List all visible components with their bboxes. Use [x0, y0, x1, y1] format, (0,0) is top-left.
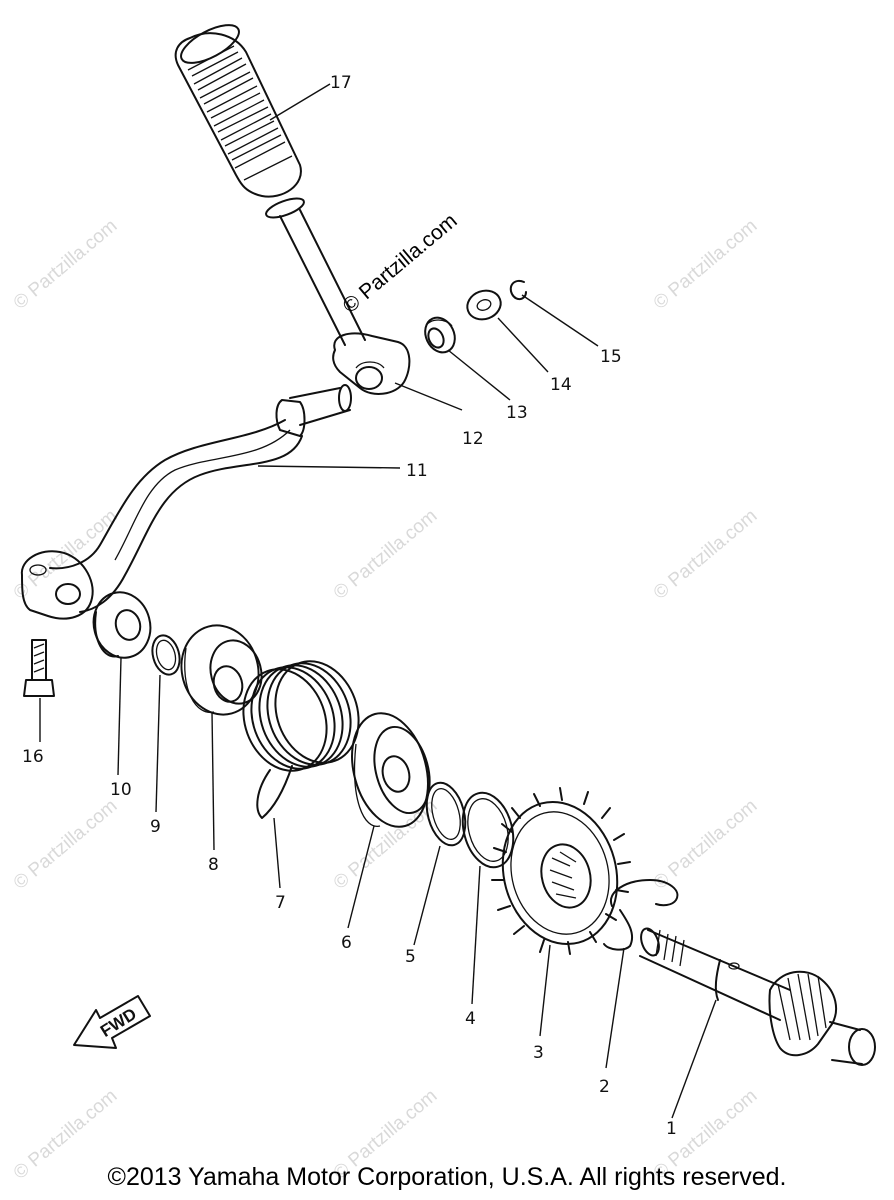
part-17-grip: [174, 24, 302, 198]
watermark-layer: © Partzilla.com © Partzilla.com © Partzi…: [10, 215, 762, 1183]
callout-12: 12: [462, 429, 484, 449]
part-7-torsion-spring: [242, 660, 360, 819]
part-9-circlip: [151, 634, 181, 676]
callout-5: 5: [405, 947, 416, 967]
callout-16: 16: [22, 747, 44, 767]
part-3-kick-gear: [491, 787, 631, 955]
part-1-kick-axle: [639, 927, 876, 1066]
watermark-text: © Partzilla.com: [10, 215, 122, 313]
callout-8: 8: [208, 855, 219, 875]
callout-15: 15: [600, 347, 622, 367]
part-4-ring: [461, 791, 515, 869]
callout-6: 6: [341, 933, 352, 953]
callout-13: 13: [506, 403, 528, 423]
part-11-kick-crank: [20, 384, 352, 620]
watermark-text: © Partzilla.com: [10, 795, 122, 893]
watermark-text: © Partzilla.com: [10, 505, 122, 603]
watermark-text: © Partzilla.com: [330, 795, 442, 893]
leader-lines: [39, 83, 717, 1119]
callout-14: 14: [550, 375, 572, 395]
part-8-spring-guide: [180, 624, 263, 716]
part-14-washer: [466, 289, 502, 321]
part-kick-lever-crank: [265, 197, 411, 395]
copyright-notice: ©2013 Yamaha Motor Corporation, U.S.A. A…: [107, 1163, 787, 1191]
partzilla-watermark: © Partzilla.com: [338, 209, 461, 318]
callout-17: 17: [330, 73, 352, 93]
watermark-text: © Partzilla.com: [330, 505, 442, 603]
callout-7: 7: [275, 893, 286, 913]
part-13-washer: [424, 316, 456, 354]
callout-10: 10: [110, 780, 132, 800]
watermark-text: © Partzilla.com: [650, 505, 762, 603]
callout-2: 2: [599, 1077, 610, 1097]
callout-9: 9: [150, 817, 161, 837]
callout-labels: 17 15 14 13 12 11 16 10 9 8 7 6 5 4 3 2 …: [22, 73, 677, 1139]
part-6-spring-plate: [351, 712, 431, 828]
part-2-clip: [603, 879, 679, 951]
callout-3: 3: [533, 1043, 544, 1063]
callout-4: 4: [465, 1009, 476, 1029]
watermark-text: © Partzilla.com: [650, 795, 762, 893]
part-10-bushing: [92, 591, 152, 659]
callout-11: 11: [406, 461, 428, 481]
part-16-bolt: [23, 639, 55, 697]
forward-direction-arrow: FWD: [73, 995, 151, 1049]
part-15-circlip: [509, 280, 527, 300]
watermark-text: © Partzilla.com: [650, 215, 762, 313]
callout-1: 1: [666, 1119, 677, 1139]
